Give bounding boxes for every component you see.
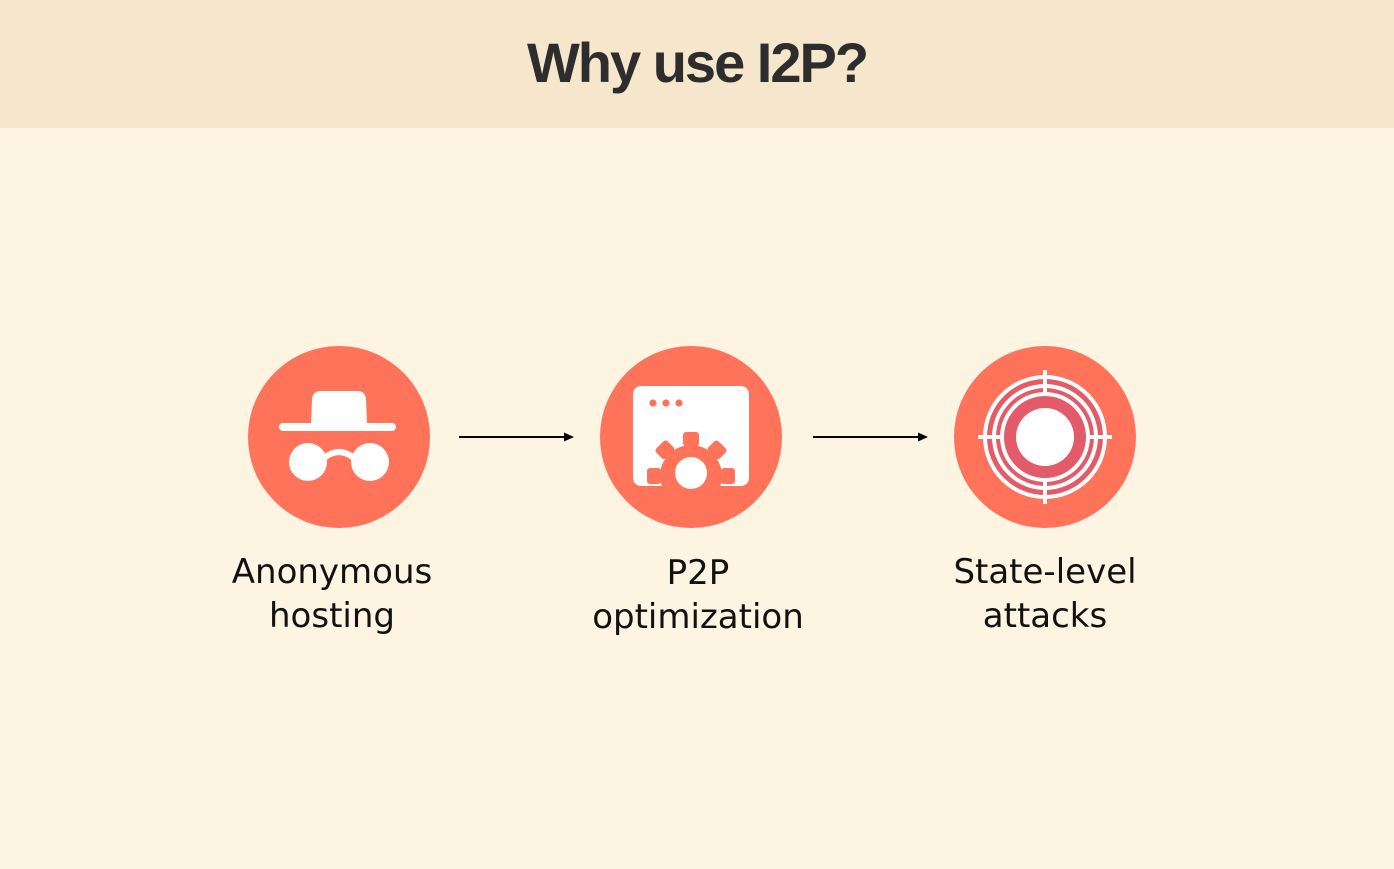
step-label-p2p-optimization: P2P optimization bbox=[548, 551, 848, 639]
step-anonymous-hosting-circle bbox=[248, 346, 430, 528]
flow-arrow-1 bbox=[459, 432, 574, 442]
incognito-icon bbox=[248, 346, 430, 528]
step-label-anonymous-hosting: Anonymous hosting bbox=[182, 550, 482, 638]
step-label-state-level-attacks: State-level attacks bbox=[895, 550, 1195, 638]
step-label-line: attacks bbox=[982, 596, 1108, 636]
header-banner: Why use I2P? bbox=[0, 0, 1394, 128]
step-label-line: State-level bbox=[953, 552, 1137, 592]
step-label-line: Anonymous bbox=[231, 552, 433, 592]
browser-gear-icon bbox=[600, 346, 782, 528]
step-state-level-attacks-circle bbox=[954, 346, 1136, 528]
step-label-line: optimization bbox=[592, 597, 804, 637]
step-label-line: P2P bbox=[666, 553, 730, 593]
page-title: Why use I2P? bbox=[526, 31, 869, 94]
step-p2p-optimization-circle bbox=[600, 346, 782, 528]
step-label-line: hosting bbox=[269, 596, 395, 636]
flow-arrow-2 bbox=[813, 432, 928, 442]
target-icon bbox=[954, 346, 1136, 528]
